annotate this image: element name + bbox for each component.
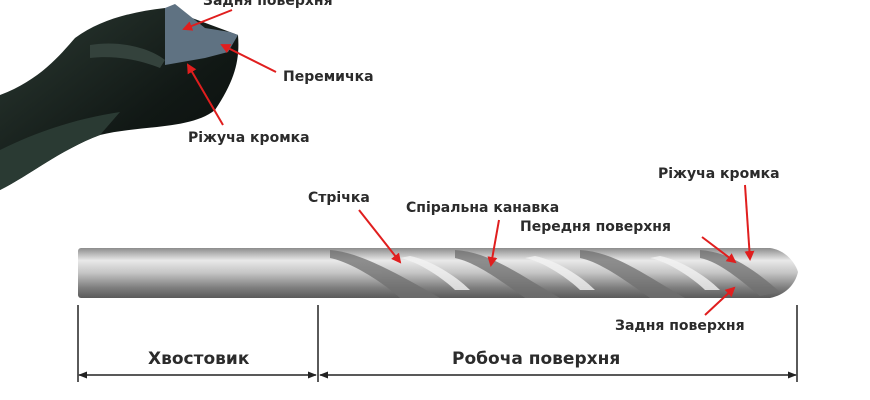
arrow-back-surface bbox=[704, 286, 736, 316]
label-front-surface: Передня поверхня bbox=[520, 219, 671, 235]
arrow-spiral-flute bbox=[487, 219, 500, 267]
drill-image bbox=[78, 248, 798, 298]
label-back-surface: Задня поверхня bbox=[615, 318, 745, 334]
dimension-lines bbox=[77, 305, 798, 382]
arrow-closeup-back-surface bbox=[182, 9, 233, 31]
label-working-part: Робоча поверхня bbox=[452, 349, 620, 369]
annotation-arrows bbox=[182, 9, 755, 316]
label-cutting-edge: Ріжуча кромка bbox=[658, 166, 780, 182]
arrow-front-surface bbox=[701, 236, 737, 264]
closeup-drill-image bbox=[0, 4, 239, 190]
arrow-closeup-web bbox=[220, 44, 277, 73]
arrow-cutting-edge bbox=[744, 184, 755, 261]
label-closeup-back-surface: Задня поверхня bbox=[203, 0, 333, 9]
label-closeup-cutting-edge: Ріжуча кромка bbox=[188, 130, 310, 146]
arrow-closeup-cutting-edge bbox=[186, 63, 224, 126]
label-shank: Хвостовик bbox=[148, 349, 250, 369]
label-spiral-flute: Спіральна канавка bbox=[406, 200, 559, 216]
label-margin: Стрічка bbox=[308, 190, 370, 206]
arrow-margin bbox=[358, 209, 402, 264]
label-closeup-web: Перемичка bbox=[283, 69, 374, 85]
